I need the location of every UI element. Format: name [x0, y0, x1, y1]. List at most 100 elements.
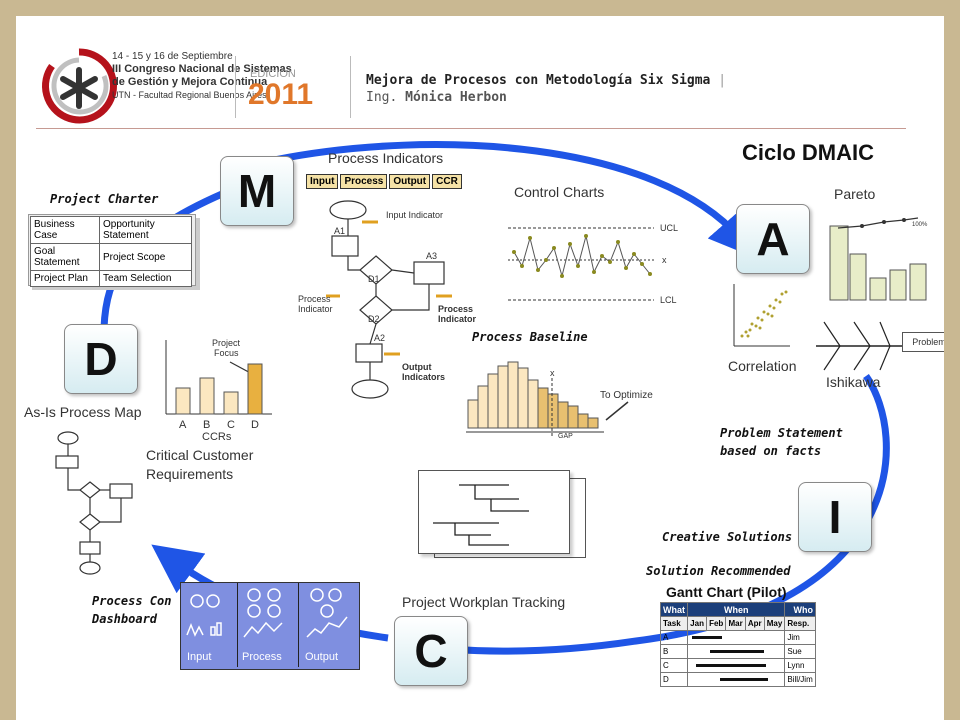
author-line: Ing. Mónica Herbon	[366, 90, 507, 105]
title-separator: |	[718, 73, 727, 88]
flow-d1: D1	[368, 274, 380, 284]
step-c-control: C	[394, 616, 468, 686]
gantt-bar-cell	[687, 672, 786, 687]
step-a-analyze: A	[736, 204, 810, 274]
ccr-focus-2: Focus	[214, 348, 239, 358]
ccr-focus-1: Project	[212, 338, 241, 348]
gantt-head: What	[659, 602, 689, 617]
talk-title-line: Mejora de Procesos con Metodología Six S…	[366, 73, 726, 88]
flow-process-indicator-r2: Indicator	[438, 314, 477, 324]
utn-logo	[42, 48, 117, 124]
gantt-resp: Bill/Jim	[784, 672, 816, 687]
pareto-percent: 100%	[912, 222, 928, 228]
dashboard-panel-output: Output	[299, 583, 359, 667]
ccr-cat: C	[227, 419, 235, 431]
process-control-label: Process Con	[92, 594, 172, 608]
header-rule	[36, 128, 906, 129]
edition-label: EDICION	[250, 68, 296, 80]
flow-output-indicators-1: Output	[402, 362, 432, 372]
congress-name-2: de Gestión y Mejora Continua	[112, 76, 268, 88]
gap-label: GAP	[558, 433, 573, 440]
process-baseline-label: Process Baseline	[472, 330, 588, 344]
gantt-resp: Lynn	[784, 658, 816, 673]
gantt-sub: Resp.	[784, 616, 816, 631]
problem-statement-label: Problem Statement	[720, 426, 843, 440]
flow-process-indicator-l2: Indicator	[298, 304, 333, 314]
lcl-label: LCL	[660, 295, 677, 305]
gantt-task: B	[659, 644, 689, 659]
header-divider-2	[350, 56, 351, 118]
charter-cell: Project Plan	[29, 270, 101, 287]
congress-name-1: III Congreso Nacional de Sistemas	[112, 63, 292, 75]
gantt-sub: Jan	[687, 616, 708, 631]
flow-input-indicator: Input Indicator	[386, 210, 443, 220]
gantt-sub: Feb	[706, 616, 727, 631]
pareto-chart: 100%	[822, 212, 934, 304]
gantt-title: Gantt Chart (Pilot)	[666, 584, 787, 600]
ucl-label: UCL	[660, 223, 678, 233]
charter-cell: Goal Statement	[29, 243, 101, 271]
correlation-label: Correlation	[728, 358, 797, 374]
based-on-facts-label: based on facts	[720, 444, 822, 458]
control-chart: UCL x LCL	[508, 223, 678, 305]
gantt-bar-cell	[687, 644, 786, 659]
gantt-sub: May	[763, 616, 786, 631]
ccr-cat: A	[179, 419, 187, 431]
process-baseline-histogram: x GAP To Optimize	[466, 361, 653, 440]
as-is-process-map	[55, 431, 133, 575]
congress-faculty: UTN - Facultad Regional Buenos Aires	[112, 90, 267, 100]
indicator-tab: Process	[340, 174, 388, 189]
as-is-process-map-label: As-Is Process Map	[24, 404, 142, 420]
gantt-task: D	[659, 672, 689, 687]
workplan-sheet-front	[418, 470, 570, 554]
author-prefix: Ing.	[366, 90, 398, 105]
gantt-head: When	[687, 602, 786, 617]
ishikawa-diagram	[816, 321, 904, 371]
step-i-improve: I	[798, 482, 872, 552]
process-dashboard: Input Process Output	[180, 582, 360, 670]
problem-box: Problem	[902, 332, 944, 352]
flow-process-indicator-r1: Process	[438, 304, 473, 314]
gantt-table: What When Who Task Jan Feb Mar Apr May R…	[659, 602, 816, 687]
dashboard-panel-process: Process	[238, 583, 299, 667]
gantt-chart: What When Who Task Jan Feb Mar Apr May R…	[659, 602, 816, 687]
correlation-scatter	[733, 284, 790, 347]
cycle-title: Ciclo DMAIC	[742, 140, 874, 165]
indicator-tab: Output	[389, 174, 431, 189]
talk-title: Mejora de Procesos con Metodología Six S…	[366, 73, 711, 88]
gantt-resp: Jim	[784, 630, 816, 645]
gantt-bar-cell	[687, 658, 786, 673]
dashboard-panel-input: Input	[181, 583, 238, 667]
dashboard-label-output: Output	[305, 651, 339, 663]
congress-dates: 14 - 15 y 16 de Septiembre	[112, 51, 233, 62]
ccr-chart: Project Focus A B C D CCRs	[165, 338, 272, 443]
header-divider	[235, 56, 236, 118]
flow-process-indicator-l1: Process	[298, 294, 331, 304]
process-indicators-label: Process Indicators	[328, 150, 444, 166]
critical-customer-label: Critical Customer	[146, 447, 254, 463]
project-workplan-label: Project Workplan Tracking	[402, 594, 566, 610]
gantt-resp: Sue	[784, 644, 816, 659]
pareto-label: Pareto	[834, 186, 876, 202]
indicator-tab: CCR	[432, 174, 462, 189]
charter-cell: Opportunity Statement	[99, 216, 192, 244]
edition-year: 2011	[248, 78, 314, 111]
author-name: Mónica Herbon	[405, 90, 507, 105]
process-flow-diagram: Input Indicator A1 D1 A3 D2 A2 Process I…	[298, 200, 477, 399]
dashboard-label: Dashboard	[92, 612, 158, 626]
indicator-tab: Input	[306, 174, 339, 189]
ishikawa-label: Ishikawa	[826, 374, 881, 390]
gantt-bar-cell	[687, 630, 786, 645]
step-d-define: D	[64, 324, 138, 394]
dashboard-label-process: Process	[242, 651, 282, 663]
gantt-sub: Apr	[744, 616, 765, 631]
flow-output-indicators-2: Indicators	[402, 372, 445, 382]
creative-solutions-label: Creative Solutions	[662, 530, 793, 544]
xbar-label: x	[662, 255, 667, 265]
ccr-title: CCRs	[202, 431, 232, 443]
flow-a2: A2	[374, 333, 385, 343]
gantt-sub: Mar	[725, 616, 746, 631]
ccr-cat: D	[251, 419, 259, 431]
congress-info: 14 - 15 y 16 de Septiembre III Congreso …	[112, 50, 292, 102]
